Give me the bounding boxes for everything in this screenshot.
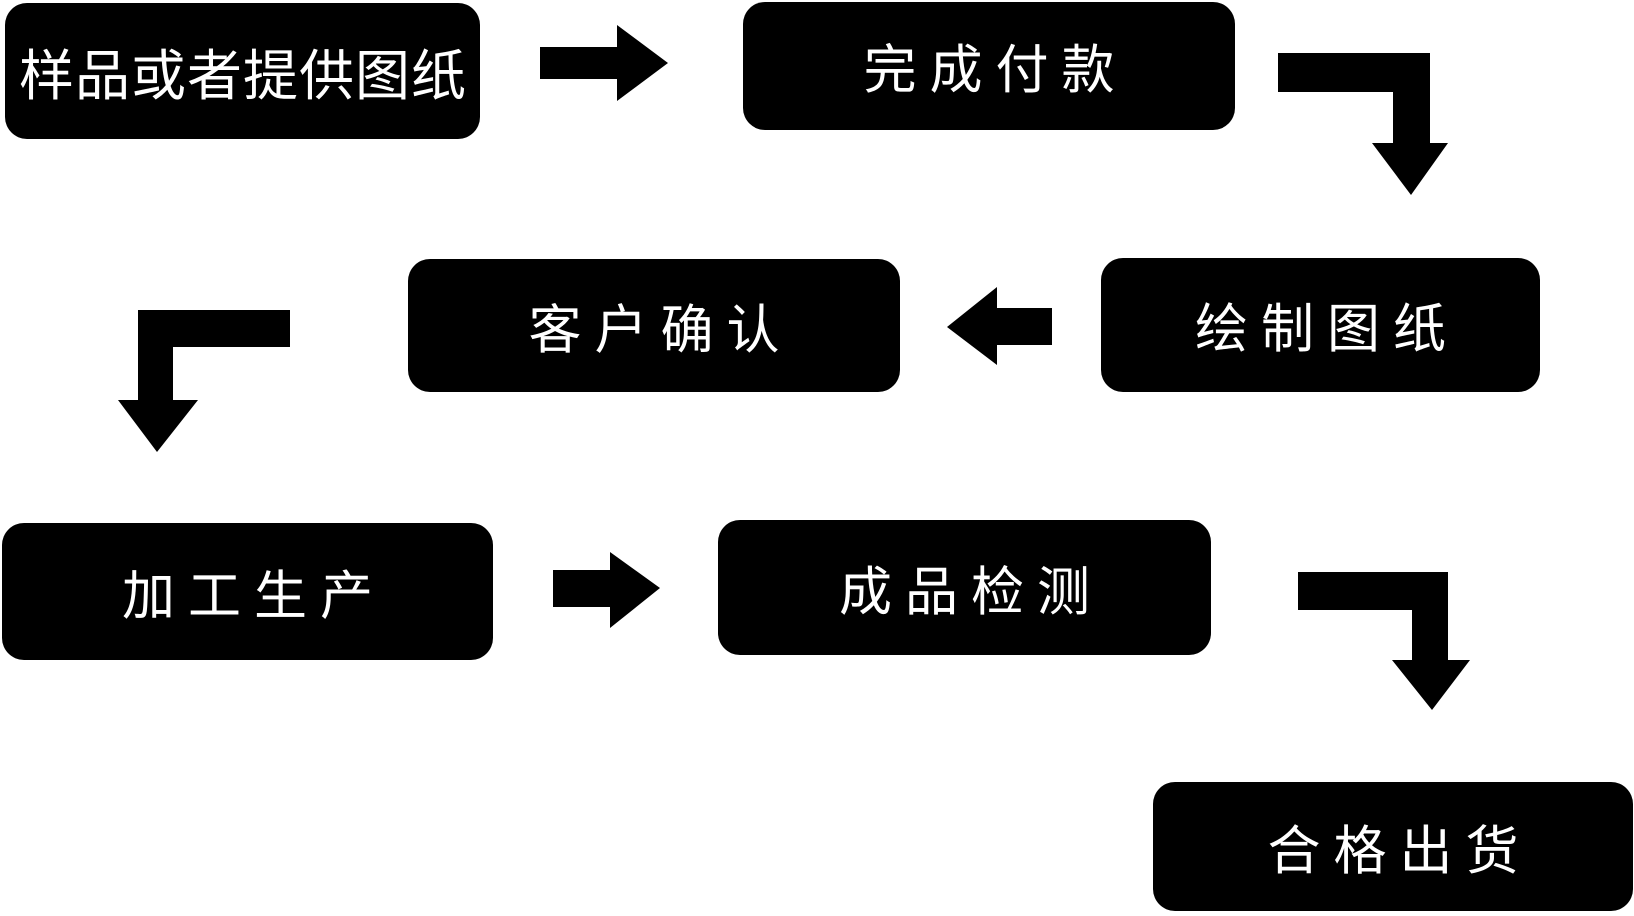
arrow-elbow-down-icon-step6-to-step7 [1298, 572, 1470, 710]
flow-step-draw-drawings: 绘制图纸 [1101, 258, 1540, 392]
arrow-elbow-down-shape [1278, 53, 1448, 195]
arrow-right-shape [540, 25, 668, 101]
flow-step-qualified-shipment: 合格出货 [1153, 782, 1633, 911]
arrow-elbow-down-icon-step2-to-step4 [1278, 53, 1448, 195]
arrow-right-icon-step5-to-step6 [553, 552, 660, 628]
flow-step-sample-or-drawing: 样品或者提供图纸 [5, 3, 480, 139]
flow-step-customer-confirmation: 客户确认 [408, 259, 900, 392]
arrow-elbow-down-icon-step3-to-step5 [118, 310, 290, 452]
arrow-right-shape [553, 552, 660, 628]
flow-step-finished-product-inspection: 成品检测 [718, 520, 1211, 655]
flow-step-complete-payment: 完成付款 [743, 2, 1235, 130]
arrow-right-icon-step1-to-step2 [540, 25, 668, 101]
arrow-left-icon-step4-to-step3 [947, 287, 1052, 365]
arrow-left-shape [947, 287, 1052, 365]
arrow-elbow-down-shape [1298, 572, 1470, 710]
arrow-elbow-down-left-shape [118, 310, 290, 452]
flow-step-processing-production: 加工生产 [2, 523, 493, 660]
